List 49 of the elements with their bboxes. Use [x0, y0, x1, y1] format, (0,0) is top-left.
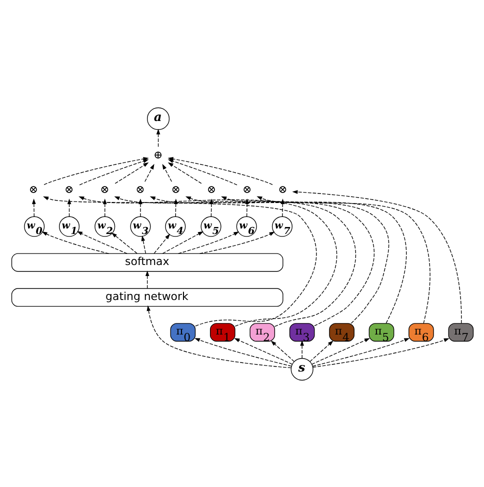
- arrow: [144, 270, 149, 288]
- arrow: [198, 231, 274, 254]
- arrow: [194, 338, 292, 366]
- arrow: [146, 304, 291, 368]
- arrow: [42, 196, 316, 326]
- arrow: [310, 338, 370, 364]
- arrow: [256, 196, 430, 324]
- arrow: [270, 340, 294, 362]
- arrow: [156, 128, 160, 147]
- arrow: [178, 230, 239, 254]
- arrow: [144, 163, 154, 182]
- arrow: [153, 233, 170, 254]
- arrow: [78, 158, 148, 185]
- arrow: [78, 196, 337, 326]
- node-circle: s: [290, 358, 313, 380]
- arrow: [114, 162, 148, 184]
- arrow: [184, 196, 389, 324]
- node-box: softmax: [10, 252, 283, 272]
- arrow: [162, 230, 203, 254]
- node-text: ⊗: [28, 182, 38, 196]
- arrow: [234, 338, 292, 364]
- arrow: [149, 196, 374, 326]
- arrow: [41, 231, 109, 254]
- node-text: ⊗: [278, 182, 287, 196]
- node-text: ⊗: [100, 182, 109, 196]
- arrow: [300, 340, 304, 358]
- arrow: [140, 234, 146, 254]
- node-circle: a: [146, 106, 170, 130]
- node-box: gating network: [10, 288, 283, 306]
- arrow: [312, 338, 410, 366]
- arrow: [292, 190, 462, 324]
- arrow: [162, 163, 172, 182]
- arrow: [76, 230, 127, 254]
- node-text: ⊗: [64, 182, 74, 196]
- arrow: [114, 196, 356, 326]
- arrow: [167, 162, 202, 184]
- arrow: [309, 340, 333, 362]
- arrow: [43, 156, 148, 185]
- arrow: [110, 232, 137, 254]
- arrow: [102, 198, 106, 216]
- arrow: [312, 338, 449, 368]
- arrow: [220, 196, 406, 324]
- arrow: [66, 198, 71, 216]
- node-text: ⊗: [206, 182, 216, 196]
- node-text: ⊗: [242, 182, 252, 196]
- node-text: ⊗: [170, 182, 180, 196]
- arrow: [31, 198, 36, 216]
- node-text: ⊗: [135, 182, 144, 196]
- node-text: ⊕: [152, 148, 162, 161]
